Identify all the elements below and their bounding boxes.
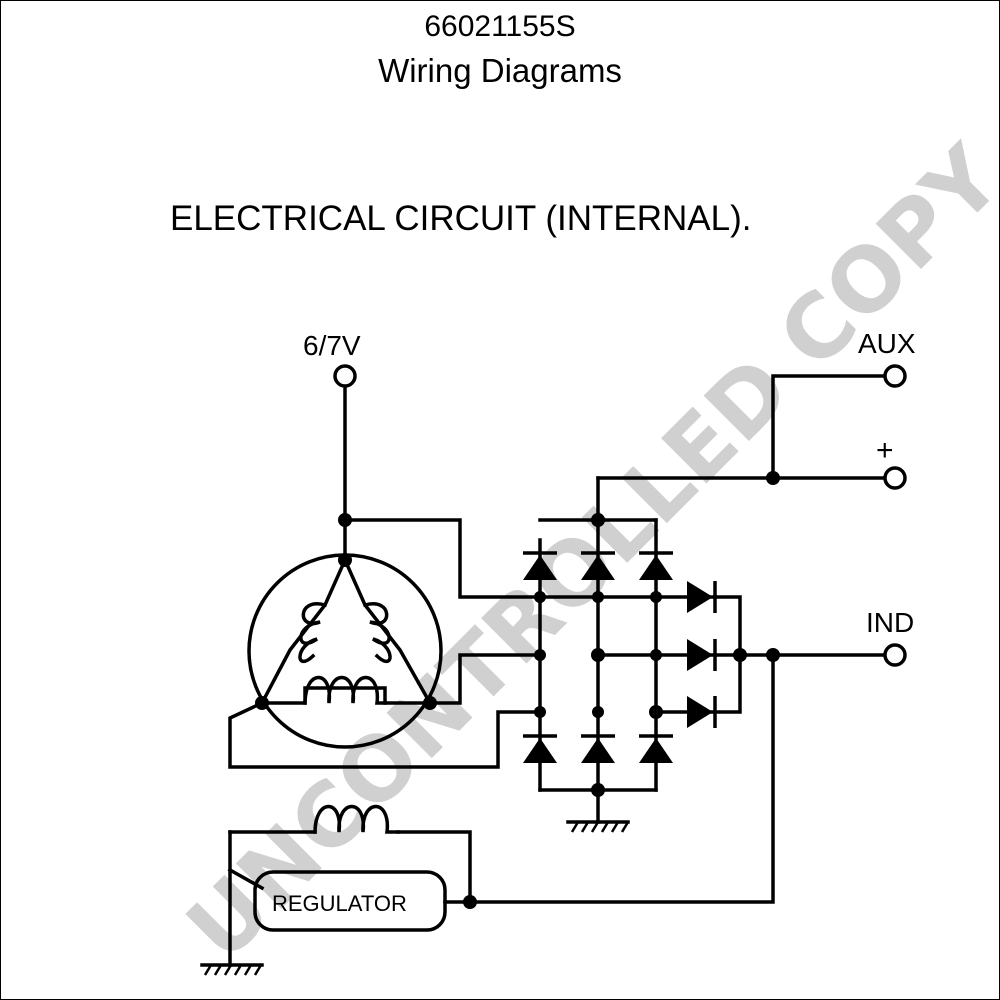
terminal-6-7v [333,364,357,388]
terminal-label-6-7v: 6/7V [303,330,361,361]
diode-lower-1 [521,734,559,765]
stator-coil-right [362,602,392,664]
terminal-aux [883,364,907,388]
page-subtitle: Wiring Diagrams [378,52,622,89]
diode-lower-2 [579,734,617,765]
regulator-label: REGULATOR [272,891,407,916]
terminal-label-aux: AUX [858,328,916,359]
diode-trio-2 [685,637,717,673]
diode-trio-1 [685,579,717,615]
stator-coil-bottom [303,675,387,705]
diode-trio-3 [685,694,717,730]
terminal-label-ind: IND [866,607,914,638]
field-coil [313,804,400,834]
terminal-label-plus: + [876,434,894,467]
terminal-ind [883,643,907,667]
terminal-plus [883,466,907,490]
junction-dots [255,471,780,909]
part-number: 66021155S [424,10,576,43]
diode-lower-3 [637,734,675,765]
ground-symbol-field [203,964,263,976]
ground-symbol-bridge [570,821,630,833]
stator-coil-left [298,602,328,664]
circuit-heading: ELECTRICAL CIRCUIT (INTERNAL). [170,199,751,238]
